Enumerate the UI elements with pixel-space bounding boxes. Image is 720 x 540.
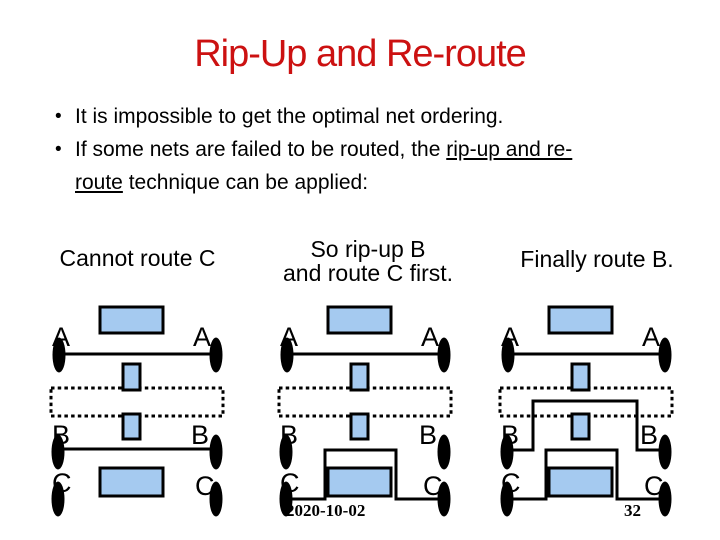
- label-a-right: A: [421, 322, 439, 352]
- label-c-left: C: [52, 468, 72, 498]
- blockage-upper-mid: [570, 362, 591, 392]
- blockage-lower-mid: [349, 412, 370, 441]
- pin-b-right: [658, 434, 672, 470]
- pin-b-right: [209, 434, 223, 470]
- blockage-top: [98, 305, 165, 335]
- blockage-top: [547, 305, 614, 335]
- bullet-list: • It is impossible to get the optimal ne…: [48, 100, 692, 199]
- pin-b-left: [279, 434, 293, 470]
- pin-a-right: [209, 337, 223, 373]
- diagram-cannot-route-c: A A B B C C: [49, 305, 225, 517]
- pin-a-left: [52, 337, 66, 373]
- pin-c-left: [279, 481, 293, 517]
- diagram-ripup-b-route-c: A A B B C C: [277, 305, 453, 517]
- label-c-left: C: [280, 468, 300, 498]
- net-c-route-path: [507, 448, 665, 501]
- label-b-left: B: [52, 420, 70, 450]
- bullet-dot: •: [55, 106, 62, 127]
- caption-line: and route C first.: [282, 260, 454, 286]
- bullet-text-2: If some nets are failed to be routed, th…: [75, 138, 573, 194]
- slide-title: Rip-Up and Re-route: [194, 33, 527, 75]
- pin-c-right: [209, 481, 223, 517]
- caption-line: So rip-up B: [310, 236, 426, 262]
- bullet-item-1: • It is impossible to get the optimal ne…: [48, 100, 692, 133]
- diagram3-caption: Finally route B.: [492, 247, 702, 271]
- blockage-upper-mid: [349, 362, 370, 392]
- footer-date: 2020-10-02: [286, 501, 366, 520]
- bullet-item-2: • If some nets are failed to be routed, …: [48, 133, 692, 199]
- pin-c-left: [51, 481, 65, 517]
- pin-c-right: [658, 481, 672, 517]
- label-c-left: C: [501, 468, 521, 498]
- blockage-lower-mid: [121, 412, 142, 441]
- label-a-left: A: [280, 322, 298, 352]
- pin-a-right: [437, 337, 451, 373]
- blockage-lower-mid: [570, 412, 591, 441]
- label-b-right: B: [191, 420, 209, 450]
- label-a-left: A: [501, 322, 519, 352]
- pin-b-right: [437, 434, 451, 470]
- pin-b-left: [500, 434, 514, 470]
- label-a-left: A: [52, 322, 70, 352]
- label-c-right: C: [423, 471, 443, 501]
- label-a-right: A: [642, 322, 660, 352]
- caption-line: Finally route B.: [520, 246, 674, 272]
- label-b-right: B: [419, 420, 437, 450]
- diagram2-caption: So rip-up B and route C first.: [272, 237, 464, 285]
- label-c-right: C: [195, 471, 215, 501]
- net-c-route-path: [286, 448, 444, 501]
- label-b-left: B: [501, 420, 519, 450]
- caption-line: Cannot route C: [59, 245, 216, 271]
- footer-page-number: 32: [624, 501, 641, 520]
- blockage-upper-mid: [121, 362, 142, 392]
- diagram-finally-route-b: A A B B C C: [498, 305, 674, 517]
- pin-a-right: [658, 337, 672, 373]
- pin-a-left: [501, 337, 515, 373]
- pin-c-right: [437, 481, 451, 517]
- net-b-route-path: [507, 399, 665, 452]
- blockage-bottom: [547, 466, 614, 498]
- blockage-top: [326, 305, 393, 335]
- bullet-text-1: It is impossible to get the optimal net …: [75, 105, 504, 128]
- pin-c-left: [500, 481, 514, 517]
- blockage-bottom: [98, 466, 165, 498]
- pin-b-left: [51, 434, 65, 470]
- label-b-left: B: [280, 420, 298, 450]
- blockage-bottom: [326, 466, 393, 498]
- pin-a-left: [280, 337, 294, 373]
- routing-channel-dashed-box: [49, 386, 225, 418]
- label-b-right: B: [640, 420, 658, 450]
- label-a-right: A: [193, 322, 211, 352]
- label-c-right: C: [644, 471, 664, 501]
- diagram1-caption: Cannot route C: [30, 246, 245, 270]
- routing-channel-dashed-box: [277, 386, 453, 418]
- bullet-dot: •: [55, 139, 62, 160]
